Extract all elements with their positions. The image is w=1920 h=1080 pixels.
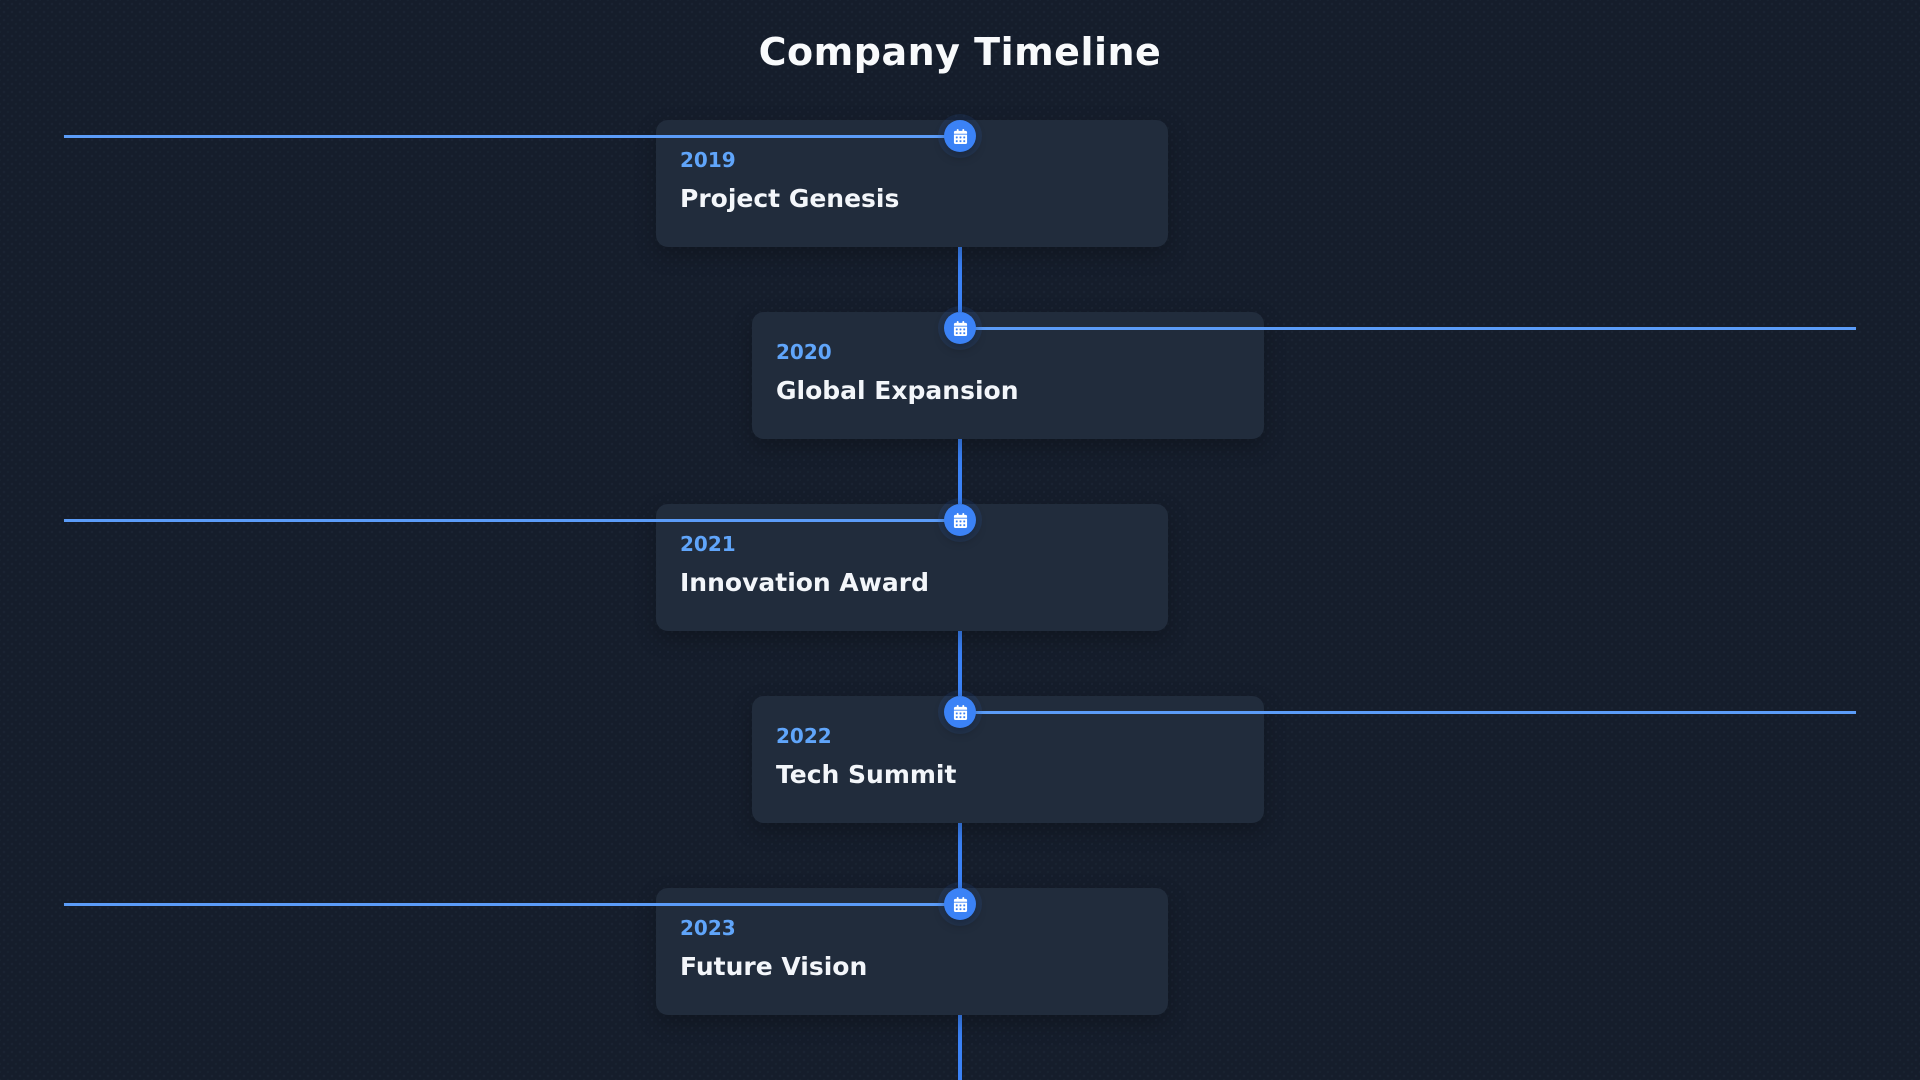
calendar-icon <box>953 512 968 528</box>
event-card: 2019 Project Genesis <box>656 120 1168 247</box>
timeline-event-row: 2021 Innovation Award <box>0 504 1920 696</box>
timeline-event-row: 2019 Project Genesis <box>0 120 1920 312</box>
timeline-event-row: 2022 Tech Summit <box>0 696 1920 888</box>
event-title: Global Expansion <box>776 376 1019 405</box>
event-title: Project Genesis <box>680 184 900 213</box>
event-year: 2019 <box>680 148 736 172</box>
connector-line <box>64 903 960 906</box>
calendar-icon <box>953 320 968 336</box>
event-title: Innovation Award <box>680 568 929 597</box>
connector-line <box>64 519 960 522</box>
timeline-node <box>944 312 976 344</box>
event-title: Tech Summit <box>776 760 957 789</box>
timeline-node <box>944 696 976 728</box>
event-card: 2022 Tech Summit <box>752 696 1264 823</box>
connector-line <box>960 327 1856 330</box>
event-card: 2023 Future Vision <box>656 888 1168 1015</box>
timeline-node <box>944 504 976 536</box>
connector-line <box>960 711 1856 714</box>
connector-line <box>64 135 960 138</box>
event-card: 2020 Global Expansion <box>752 312 1264 439</box>
event-title: Future Vision <box>680 952 868 981</box>
timeline-node <box>944 888 976 920</box>
event-year: 2023 <box>680 916 736 940</box>
calendar-icon <box>953 704 968 720</box>
calendar-icon <box>953 128 968 144</box>
event-year: 2022 <box>776 724 832 748</box>
timeline-event-row: 2023 Future Vision <box>0 888 1920 1080</box>
timeline-node <box>944 120 976 152</box>
event-card: 2021 Innovation Award <box>656 504 1168 631</box>
event-year: 2020 <box>776 340 832 364</box>
timeline-event-row: 2020 Global Expansion <box>0 312 1920 504</box>
event-year: 2021 <box>680 532 736 556</box>
page-title: Company Timeline <box>758 30 1162 74</box>
calendar-icon <box>953 896 968 912</box>
